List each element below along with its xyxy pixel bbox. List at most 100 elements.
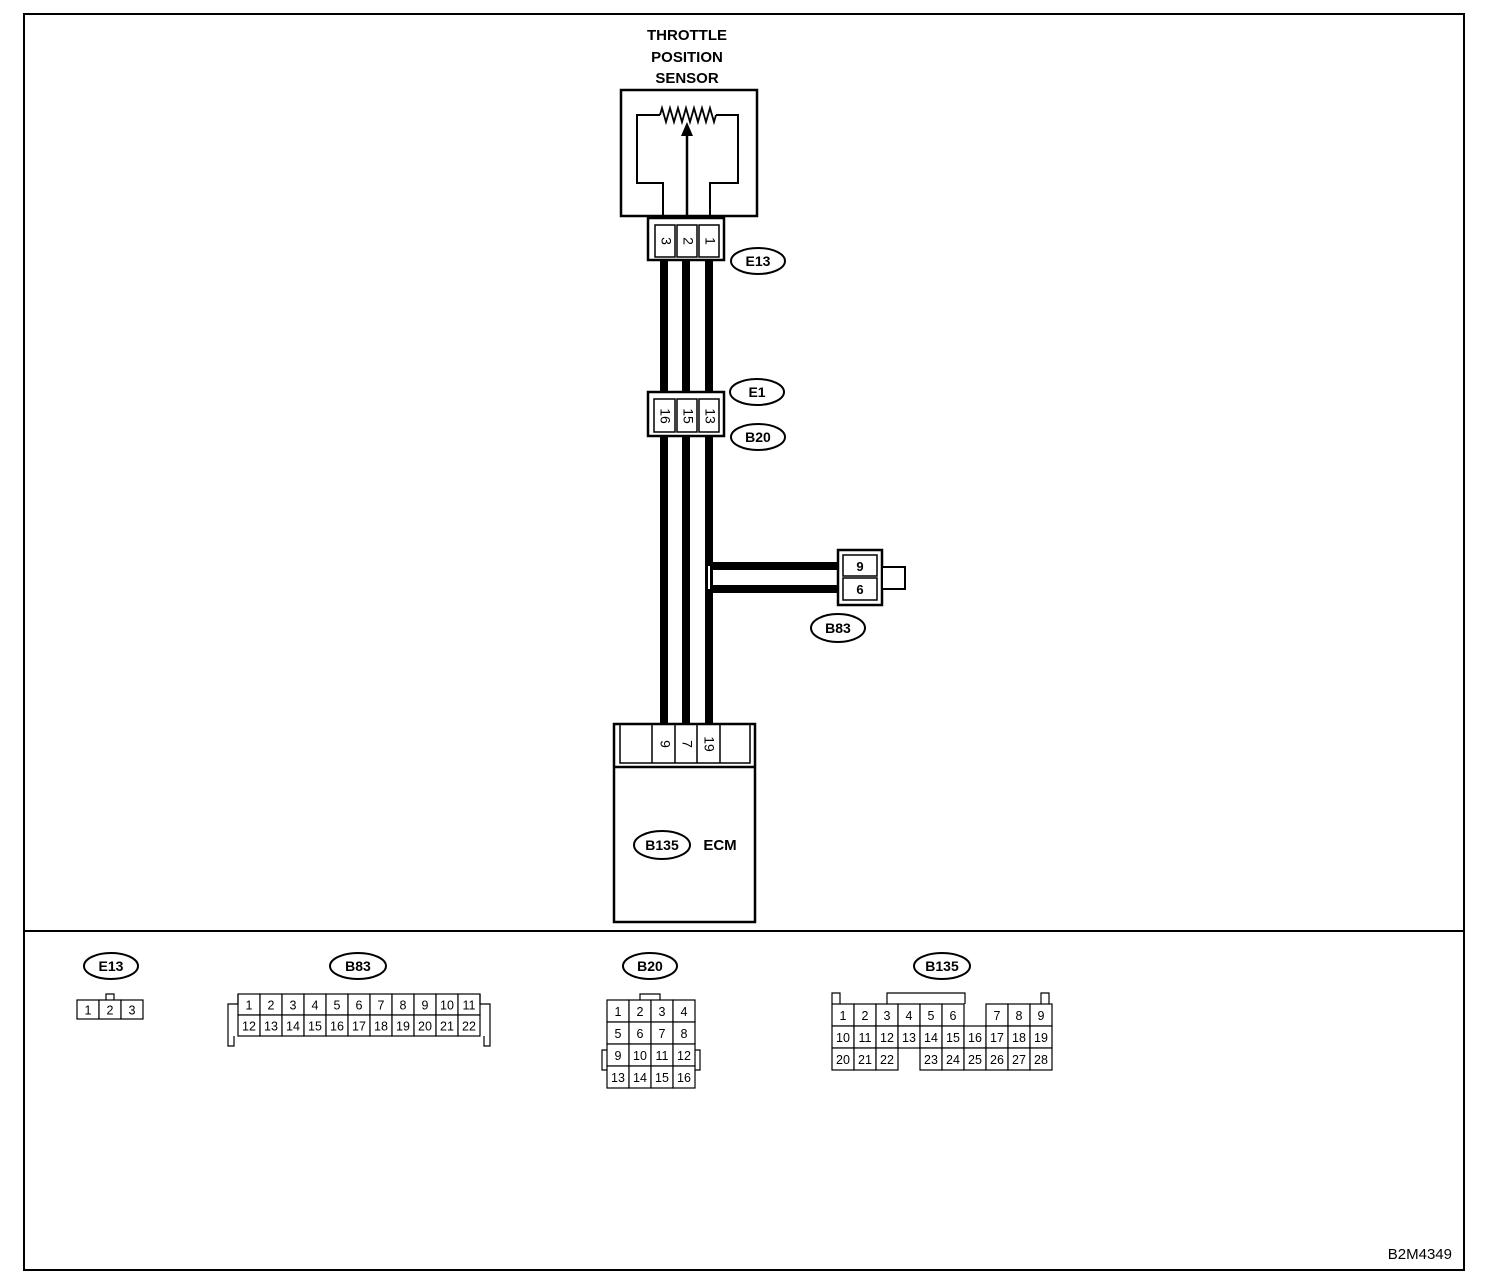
b135-pin-label: 19 bbox=[1034, 1031, 1048, 1045]
connector-e1-b20-cell bbox=[676, 398, 698, 433]
b135-pin-label: 17 bbox=[990, 1031, 1004, 1045]
connector-e13-cell bbox=[698, 224, 720, 258]
b83-pin-label: 20 bbox=[418, 1020, 432, 1034]
b83-housing-outline bbox=[227, 994, 491, 1047]
b83-pin-label: 21 bbox=[440, 1020, 454, 1034]
connector-e13: 3 2 1 bbox=[646, 216, 726, 262]
b83-view-oval bbox=[329, 952, 387, 980]
connector-e1-b20-cell bbox=[698, 398, 720, 433]
ecm-connector bbox=[619, 723, 751, 764]
e13-pin-1: 1 bbox=[702, 237, 718, 245]
e13-pin-label: 2 bbox=[107, 1004, 114, 1018]
sensor-title-line-3: SENSOR bbox=[655, 70, 719, 87]
ecm-body bbox=[612, 722, 757, 924]
b135-housing-outline bbox=[831, 992, 1050, 1004]
b135-pin-label: 13 bbox=[902, 1031, 916, 1045]
b135-pin-cell bbox=[875, 1047, 899, 1071]
connector-e1-b20: 16 15 13 bbox=[646, 390, 726, 438]
b20-oval-text: B20 bbox=[745, 429, 771, 445]
b83-pin-label: 9 bbox=[422, 999, 429, 1013]
b83-pin-label: 16 bbox=[330, 1020, 344, 1034]
b135-pin-label: 14 bbox=[924, 1031, 938, 1045]
b20-pin-label: 4 bbox=[681, 1005, 688, 1019]
b83-pin-label: 22 bbox=[462, 1020, 476, 1034]
b83-pin-label: 3 bbox=[290, 999, 297, 1013]
b20-pin-label: 15 bbox=[655, 1071, 669, 1085]
connector-e13-cell bbox=[676, 224, 698, 258]
sensor-body bbox=[619, 88, 759, 218]
ecm-pin-9: 9 bbox=[657, 740, 673, 748]
sensor-wire-left bbox=[636, 114, 664, 216]
connector-b83-latch bbox=[881, 566, 906, 590]
b83-pin-cell bbox=[457, 1014, 481, 1037]
b135-pin-label: 24 bbox=[946, 1053, 960, 1067]
b20-pin-label: 9 bbox=[615, 1049, 622, 1063]
b83-pin-label: 15 bbox=[308, 1020, 322, 1034]
e13-view-oval bbox=[83, 952, 139, 980]
b135-pin-label: 11 bbox=[859, 1031, 872, 1045]
e1-oval bbox=[729, 378, 785, 406]
b83-pin-label: 5 bbox=[334, 999, 341, 1013]
b135-oval bbox=[633, 830, 691, 860]
b20-pin-label: 8 bbox=[681, 1027, 688, 1041]
sensor-title-line-2: POSITION bbox=[651, 49, 723, 66]
b20-oval bbox=[730, 423, 786, 451]
b83-view-oval-text: B83 bbox=[345, 958, 371, 974]
e1-oval-label: E1 bbox=[729, 378, 785, 406]
b135-pin-label: 6 bbox=[950, 1009, 957, 1023]
b20-pin-label: 5 bbox=[615, 1027, 622, 1041]
b20-pin-label: 1 bbox=[615, 1005, 622, 1019]
throttle-position-sensor bbox=[619, 88, 759, 218]
b83-pin-label: 1 bbox=[246, 999, 253, 1013]
b135-pin-label: 28 bbox=[1034, 1053, 1048, 1067]
b135-pin-label: 22 bbox=[880, 1053, 894, 1067]
connector-e13-cell bbox=[654, 224, 676, 258]
b20-pin-label: 6 bbox=[637, 1027, 644, 1041]
b83-oval-label: B83 bbox=[810, 613, 866, 643]
harness-lower bbox=[660, 436, 840, 724]
e13-pin-label: 3 bbox=[129, 1004, 136, 1018]
ecm-label: ECM bbox=[703, 837, 736, 854]
b83-oval-text: B83 bbox=[825, 620, 851, 636]
b83-pin-label: 2 bbox=[268, 999, 275, 1013]
b83-pin-label: 6 bbox=[356, 999, 363, 1013]
e13-pin-3: 3 bbox=[658, 237, 674, 245]
b83-pin-label: 19 bbox=[396, 1020, 410, 1034]
b135-pin-label: 18 bbox=[1012, 1031, 1026, 1045]
b20-oval-label: B20 bbox=[730, 423, 786, 451]
b83-pin-6: 6 bbox=[856, 582, 863, 597]
b135-pin-label: 10 bbox=[836, 1031, 850, 1045]
e1-oval-text: E1 bbox=[748, 384, 765, 400]
b83-pin-label: 10 bbox=[440, 999, 454, 1013]
b20-pin-label: 3 bbox=[659, 1005, 666, 1019]
e13-pin-cell bbox=[120, 999, 144, 1020]
e1-b20-pin-15: 15 bbox=[680, 408, 696, 424]
b20-pin-label: 16 bbox=[677, 1071, 691, 1085]
b20-pin-label: 10 bbox=[633, 1049, 647, 1063]
e13-view-oval-text: E13 bbox=[99, 958, 124, 974]
b83-pin-label: 12 bbox=[242, 1020, 256, 1034]
e13-pin-label: 1 bbox=[85, 1004, 92, 1018]
ecm-unit: 9 7 19 B135 ECM bbox=[612, 722, 757, 924]
b135-oval-text: B135 bbox=[645, 837, 679, 853]
b135-pin-label: 12 bbox=[880, 1031, 894, 1045]
b135-view-oval bbox=[913, 952, 971, 980]
b83-pin-label: 13 bbox=[264, 1020, 278, 1034]
b135-pin-label: 7 bbox=[994, 1009, 1001, 1023]
b135-pin-label: 27 bbox=[1012, 1053, 1026, 1067]
b20-pin-label: 14 bbox=[633, 1071, 647, 1085]
connector-b83-cell bbox=[842, 554, 878, 577]
b135-pin-label: 16 bbox=[968, 1031, 982, 1045]
b135-pin-label: 3 bbox=[884, 1009, 891, 1023]
ecm-pin-7: 7 bbox=[679, 740, 695, 748]
b20-pin-label: 7 bbox=[659, 1027, 666, 1041]
b20-pin-cell bbox=[672, 1065, 696, 1089]
b135-pin-label: 26 bbox=[990, 1053, 1004, 1067]
harness-upper bbox=[660, 260, 713, 392]
b20-view-oval-text: B20 bbox=[637, 958, 663, 974]
e13-oval-text: E13 bbox=[746, 253, 771, 269]
